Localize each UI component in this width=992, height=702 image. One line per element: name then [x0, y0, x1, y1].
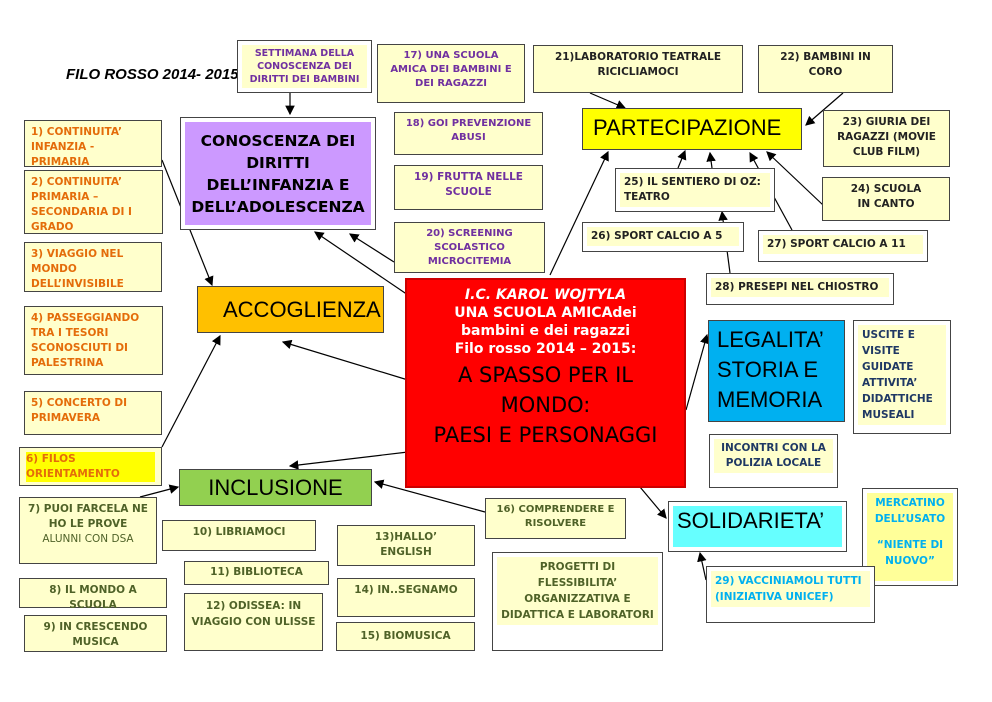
- mercatino-title: MERCATINO DELL’USATO: [874, 497, 946, 525]
- item-27: 27) SPORT CALCIO A 11: [758, 230, 928, 262]
- item-28-label: 28) PRESEPI NEL CHIOSTRO: [711, 278, 889, 297]
- item-1: 1) CONTINUITA’ INFANZIA - PRIMARIA: [24, 120, 162, 168]
- item-16: 16) COMPRENDERE E RISOLVERE: [485, 498, 626, 539]
- arrow: [677, 149, 687, 169]
- item-8: 8) IL MONDO A SCUOLA: [19, 578, 167, 611]
- item-26-label: 26) SPORT CALCIO A 5: [587, 227, 739, 246]
- arrow: [139, 484, 180, 498]
- item-7: 7) PUOI FARCELA NE HO LE PROVE ALUNNI CON…: [19, 497, 157, 564]
- arrow: [281, 339, 409, 381]
- item-6: 6) FILOS ORIENTAMENTO: [19, 447, 162, 486]
- conoscenza-label: CONOSCENZA DEI DIRITTI DELL’INFANZIA E D…: [185, 122, 371, 225]
- item-19: 19) FRUTTA NELLE SCUOLE: [394, 165, 543, 210]
- arrow: [348, 233, 395, 263]
- legalita-line: MEMORIA: [717, 387, 823, 412]
- arrow: [685, 333, 710, 411]
- item-24: 24) SCUOLA IN CANTO: [822, 177, 950, 221]
- arrow: [161, 334, 221, 448]
- item-7-title: 7) PUOI FARCELA NE HO LE PROVE: [28, 503, 148, 530]
- arrow: [766, 151, 824, 206]
- item-15: 15) BIOMUSICA: [336, 622, 475, 651]
- item-13: 13)HALLO’ ENGLISH: [337, 525, 475, 566]
- progetti-box: PROGETTI DI FLESSIBILITA’ ORGANIZZATIVA …: [492, 552, 663, 651]
- area-inclusione: INCLUSIONE: [179, 469, 372, 506]
- legalita-line: STORIA E: [717, 357, 819, 382]
- item-29-label: 29) VACCINIAMOLI TUTTI (INIZIATIVA UNICE…: [711, 571, 870, 607]
- incontri-box: INCONTRI CON LA POLIZIA LOCALE: [709, 434, 838, 488]
- settimana-box: SETTIMANA DELLA CONOSCENZA DEI DIRITTI D…: [237, 40, 372, 93]
- arrow: [589, 92, 627, 110]
- uscite-label: USCITE E VISITE GUIDATE ATTIVITA’ DIDATT…: [858, 325, 946, 425]
- item-3: 3) VIAGGIO NEL MONDO DELL’INVISIBILE: [24, 242, 162, 292]
- item-2: 2) CONTINUITA’ PRIMARIA – SECONDARIA DI …: [24, 170, 163, 234]
- item-25: 25) IL SENTIERO DI OZ: TEATRO: [615, 168, 775, 212]
- item-12: 12) ODISSEA: IN VIAGGIO CON ULISSE: [184, 593, 323, 651]
- mercatino-box: MERCATINO DELL’USATO “NIENTE DI NUOVO”: [862, 488, 958, 586]
- item-27-label: 27) SPORT CALCIO A 11: [763, 235, 923, 254]
- item-5: 5) CONCERTO DI PRIMAVERA: [24, 391, 162, 435]
- center-box: I.C. KAROL WOJTYLA UNA SCUOLA AMICAdei b…: [405, 278, 686, 488]
- item-21: 21)LABORATORIO TEATRALE RICICLIAMOCI: [533, 45, 743, 93]
- area-partecipazione: PARTECIPAZIONE: [582, 108, 802, 150]
- center-line: Filo rosso 2014 – 2015:: [454, 341, 637, 357]
- item-10: 10) LIBRIAMOCI: [162, 520, 316, 551]
- settimana-label: SETTIMANA DELLA CONOSCENZA DEI DIRITTI D…: [242, 45, 367, 88]
- page-title: FILO ROSSO 2014- 2015: [66, 66, 239, 83]
- item-17: 17) UNA SCUOLA AMICA DEI BAMBINI E DEI R…: [377, 44, 525, 103]
- item-20: 20) SCREENING SCOLASTICO MICROCITEMIA: [394, 222, 545, 273]
- item-11: 11) BIBLIOTECA: [184, 561, 329, 585]
- item-29: 29) VACCINIAMOLI TUTTI (INIZIATIVA UNICE…: [706, 566, 875, 623]
- item-7-subtitle: ALUNNI CON DSA: [42, 533, 134, 545]
- item-9: 9) IN CRESCENDO MUSICA: [24, 615, 167, 652]
- item-6-label: 6) FILOS ORIENTAMENTO: [26, 452, 155, 482]
- progetti-label: PROGETTI DI FLESSIBILITA’ ORGANIZZATIVA …: [497, 557, 658, 625]
- incontri-label: INCONTRI CON LA POLIZIA LOCALE: [714, 439, 833, 473]
- school-name: I.C. KAROL WOJTYLA: [464, 287, 627, 303]
- theme-line: A SPASSO PER IL: [457, 363, 633, 387]
- arrow: [706, 151, 716, 169]
- center-line: UNA SCUOLA AMICAdei: [454, 305, 637, 321]
- item-25-label: 25) IL SENTIERO DI OZ: TEATRO: [620, 173, 770, 207]
- area-accoglienza: ACCOGLIENZA: [197, 286, 384, 333]
- item-26: 26) SPORT CALCIO A 5: [582, 222, 744, 252]
- legalita-line: LEGALITA’: [717, 327, 824, 352]
- arrow: [288, 451, 409, 470]
- item-28: 28) PRESEPI NEL CHIOSTRO: [706, 273, 894, 305]
- theme-line: MONDO:: [500, 393, 591, 417]
- theme-line: PAESI E PERSONAGGI: [433, 423, 658, 447]
- item-14: 14) IN..SEGNAMO: [337, 578, 475, 617]
- arrow: [639, 486, 667, 519]
- area-solidarieta: SOLIDARIETA’: [668, 501, 847, 552]
- item-18: 18) GOI PREVENZIONE ABUSI: [394, 112, 543, 155]
- solidarieta-label: SOLIDARIETA’: [673, 506, 842, 547]
- area-conoscenza: CONOSCENZA DEI DIRITTI DELL’INFANZIA E D…: [180, 117, 376, 230]
- area-legalita: LEGALITA’ STORIA E MEMORIA: [708, 320, 845, 422]
- center-line: bambini e dei ragazzi: [461, 323, 630, 339]
- item-22: 22) BAMBINI IN CORO: [758, 45, 893, 93]
- item-23: 23) GIURIA DEI RAGAZZI (MOVIE CLUB FILM): [823, 110, 950, 167]
- item-4: 4) PASSEGGIANDO TRA I TESORI SCONOSCIUTI…: [24, 306, 163, 375]
- arrow: [549, 150, 609, 276]
- uscite-box: USCITE E VISITE GUIDATE ATTIVITA’ DIDATT…: [853, 320, 951, 434]
- mercatino-subtitle: “NIENTE DI NUOVO”: [876, 539, 944, 567]
